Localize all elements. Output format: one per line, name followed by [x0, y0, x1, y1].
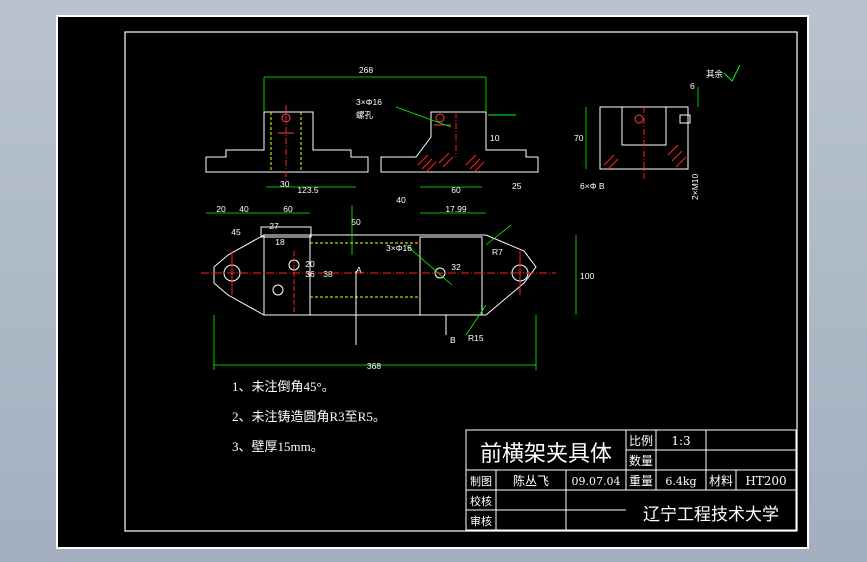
dim-30: 30 — [280, 179, 290, 189]
material-value: HT200 — [745, 474, 786, 488]
school-name: 辽宁工程技术大学 — [643, 505, 779, 525]
side-note: 2×M10 — [690, 174, 700, 200]
dim-70: 70 — [574, 133, 584, 143]
quantity-label: 数量 — [629, 453, 653, 468]
dim-10: 10 — [490, 133, 500, 143]
holes-top-note: 3×Φ16 — [356, 97, 382, 107]
check-label: 校核 — [470, 494, 492, 508]
section-b-label: B — [450, 335, 456, 345]
weight-label: 重量 — [629, 474, 653, 488]
weight-value: 6.4kg — [665, 475, 696, 488]
roughness-note: 其余 — [706, 69, 724, 79]
dim-40-left: 40 — [239, 204, 249, 214]
dim-20-mid: 20 — [305, 259, 315, 269]
drawn-label: 制图 — [470, 475, 492, 488]
note-1: 1、未注倒角45°。 — [232, 379, 335, 394]
note-3: 3、壁厚15mm。 — [232, 439, 324, 454]
dim-60-top: 60 — [451, 185, 461, 195]
dim-r7: R7 — [492, 247, 503, 257]
dim-32: 32 — [451, 262, 461, 272]
title-block — [465, 429, 797, 531]
part-name: 前横架夹具体 — [480, 442, 612, 467]
dimension-lines — [206, 76, 699, 370]
dim-36: 36 — [305, 269, 315, 279]
thread-note: 螺孔 — [356, 110, 374, 120]
dim-27: 27 — [269, 221, 279, 231]
dim-45: 45 — [231, 227, 241, 237]
dim-17-99: 17.99 — [445, 204, 467, 214]
dim-100: 100 — [580, 271, 594, 281]
review-label: 审核 — [470, 514, 492, 528]
engineering-drawing: 268 368 123.5 60 60 17.99 20 40 40 27 18… — [124, 31, 798, 532]
section-view — [380, 111, 539, 173]
dim-25: 25 — [512, 181, 522, 191]
dim-6: 6 — [690, 81, 695, 91]
dim-368: 368 — [367, 361, 381, 371]
side-small-note: 6×Φ B — [580, 181, 605, 191]
dim-18: 18 — [275, 237, 285, 247]
roughness-symbol — [723, 64, 741, 82]
dim-20-left: 20 — [216, 204, 226, 214]
drawing-sheet: 268 368 123.5 60 60 17.99 20 40 40 27 18… — [56, 15, 809, 549]
scale-value: 1:3 — [671, 434, 690, 448]
drawn-by: 陈丛飞 — [513, 473, 549, 488]
holes-plan-note: 3×Φ16 — [386, 243, 412, 253]
dim-40-mid: 40 — [396, 195, 406, 205]
dim-50: 50 — [351, 217, 361, 227]
dim-38: 38 — [323, 269, 333, 279]
scale-label: 比例 — [629, 434, 653, 448]
side-view — [599, 106, 691, 180]
section-a-label: A — [356, 265, 362, 275]
plan-view — [201, 226, 556, 345]
drawing-date: 09.07.04 — [572, 475, 621, 488]
material-label: 材料 — [709, 474, 733, 488]
dim-123-5: 123.5 — [297, 185, 319, 195]
dim-268: 268 — [359, 65, 373, 75]
dim-r15: R15 — [468, 333, 484, 343]
inner-border — [124, 31, 798, 532]
dim-60-left: 60 — [283, 204, 293, 214]
front-view — [205, 105, 369, 180]
note-2: 2、未注铸造圆角R3至R5。 — [232, 409, 386, 424]
